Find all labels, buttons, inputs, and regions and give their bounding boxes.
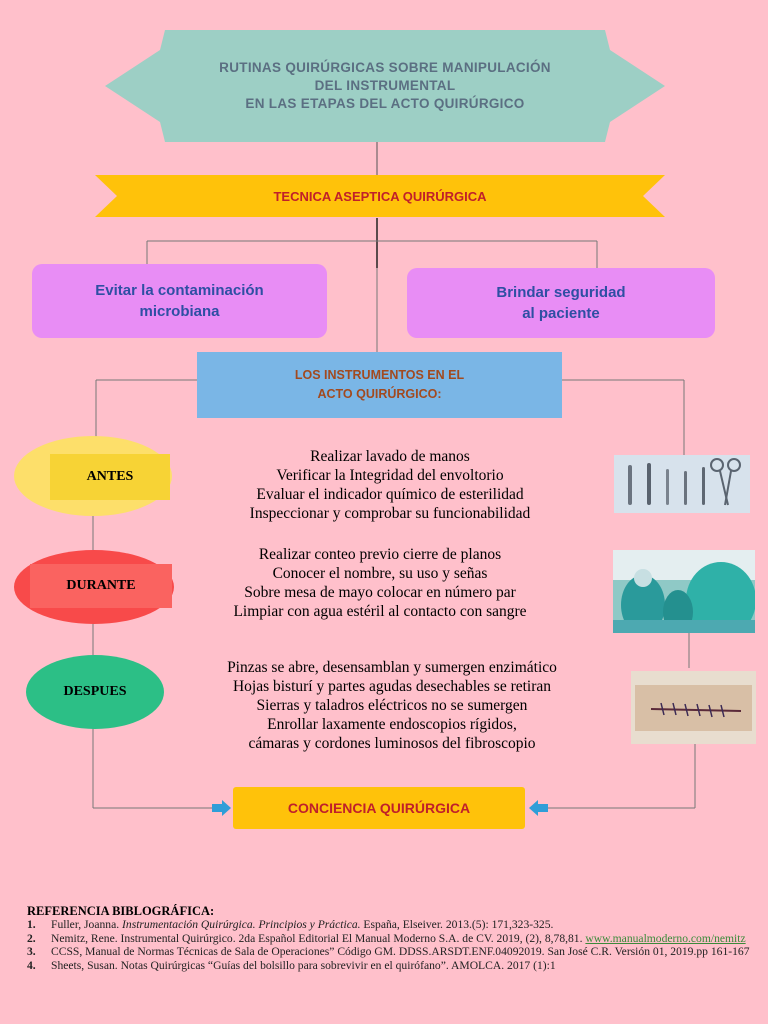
reference-text: Nemitz, Rene. Instrumental Quirúrgico. 2… xyxy=(51,931,586,945)
goal-left-line-2: microbiana xyxy=(139,303,220,320)
stage-durante-steps: Realizar conteo previo cierre de planos … xyxy=(180,545,580,621)
references: REFERENCIA BIBLOGRÁFICA: 1. Fuller, Joan… xyxy=(27,904,752,972)
goal-left-line-1: Evitar la contaminación xyxy=(95,282,264,299)
title-line-3: EN LAS ETAPAS DEL ACTO QUIRÚRGICO xyxy=(245,96,525,111)
surgical-instruments-image xyxy=(614,455,750,513)
reference-item: 1. Fuller, Joanna. Instrumentación Quirú… xyxy=(27,918,752,931)
stage-durante-ellipse: DURANTE xyxy=(14,550,174,624)
reference-number: 2. xyxy=(27,931,36,945)
step-item: Realizar conteo previo cierre de planos xyxy=(258,546,502,563)
reference-item: 4. Sheets, Susan. Notas Quirúrgicas “Guí… xyxy=(27,959,752,972)
arrow-left-icon xyxy=(529,800,548,816)
reference-number: 4. xyxy=(27,958,36,972)
reference-number: 1. xyxy=(27,918,36,932)
step-item: Realizar lavado de manos xyxy=(310,448,470,465)
step-item: Limpiar con agua estéril al contacto con… xyxy=(233,603,527,620)
step-item: Verificar la Integridad del envoltorio xyxy=(276,467,504,484)
step-item: Conocer el nombre, su uso y señas xyxy=(272,565,488,582)
step-item: cámaras y cordones luminosos del fibrosc… xyxy=(248,735,536,752)
goal-right-line-2: al paciente xyxy=(522,305,600,322)
reference-text: España, Elseiver. 2013.(5): 171,323-325. xyxy=(360,918,554,932)
reference-item: 3. CCSS, Manual de Normas Técnicas de Sa… xyxy=(27,945,752,958)
reference-text: Fuller, Joanna. xyxy=(51,918,123,932)
reference-title: Instrumentación Quirúrgica. Principios y… xyxy=(122,918,361,932)
instruments-box: LOS INSTRUMENTOS EN EL ACTO QUIRÚRGICO: xyxy=(197,352,562,418)
reference-item: 2. Nemitz, Rene. Instrumental Quirúrgico… xyxy=(27,932,752,945)
stage-despues-label: DESPUES xyxy=(63,684,127,699)
goal-box-left: Evitar la contaminación microbiana xyxy=(32,264,327,338)
instruments-line-2: ACTO QUIRÚRGICO: xyxy=(317,387,442,401)
reference-text: CCSS, Manual de Normas Técnicas de Sala … xyxy=(51,945,750,959)
title-shape: RUTINAS QUIRÚRGICAS SOBRE MANIPULACIÓN D… xyxy=(105,30,665,142)
step-item: Inspeccionar y comprobar su funcionabili… xyxy=(249,505,531,522)
stage-durante-label: DURANTE xyxy=(66,578,136,593)
step-item: Evaluar el indicador químico de esterili… xyxy=(256,486,524,503)
reference-number: 3. xyxy=(27,945,36,959)
suture-photo xyxy=(631,671,756,744)
conciencia-box: CONCIENCIA QUIRÚRGICA xyxy=(233,787,525,829)
reference-text: Sheets, Susan. Notas Quirúrgicas “Guías … xyxy=(51,958,556,972)
references-heading: REFERENCIA BIBLOGRÁFICA: xyxy=(27,904,215,918)
stage-despues-steps: Pinzas se abre, desensamblan y sumergen … xyxy=(172,658,612,753)
stage-antes-label: ANTES xyxy=(86,469,134,484)
surgery-photo xyxy=(613,550,755,633)
stage-antes-ellipse: ANTES xyxy=(14,436,172,516)
stage-antes-steps: Realizar lavado de manos Verificar la In… xyxy=(190,447,590,523)
instruments-line-1: LOS INSTRUMENTOS EN EL xyxy=(294,368,465,382)
step-item: Pinzas se abre, desensamblan y sumergen … xyxy=(227,659,557,676)
conciencia-label: CONCIENCIA QUIRÚRGICA xyxy=(287,800,471,816)
step-item: Sierras y taladros eléctricos no se sume… xyxy=(256,697,528,714)
stage-despues-ellipse: DESPUES xyxy=(26,655,164,729)
goal-right-line-1: Brindar seguridad xyxy=(496,284,626,301)
technique-banner: TECNICA ASEPTICA QUIRÚRGICA xyxy=(95,175,665,217)
title-line-2: DEL INSTRUMENTAL xyxy=(314,78,456,93)
step-item: Hojas bisturí y partes agudas desechable… xyxy=(232,678,552,695)
title-line-1: RUTINAS QUIRÚRGICAS SOBRE MANIPULACIÓN xyxy=(219,60,551,75)
goal-box-right: Brindar seguridad al paciente xyxy=(407,268,715,338)
step-item: Enrollar laxamente endoscopios rígidos, xyxy=(267,716,517,733)
arrow-right-icon xyxy=(212,800,231,816)
banner-text: TECNICA ASEPTICA QUIRÚRGICA xyxy=(273,188,487,204)
step-item: Sobre mesa de mayo colocar en número par xyxy=(244,584,516,601)
reference-link[interactable]: www.manualmoderno.com/nemitz xyxy=(585,931,746,945)
